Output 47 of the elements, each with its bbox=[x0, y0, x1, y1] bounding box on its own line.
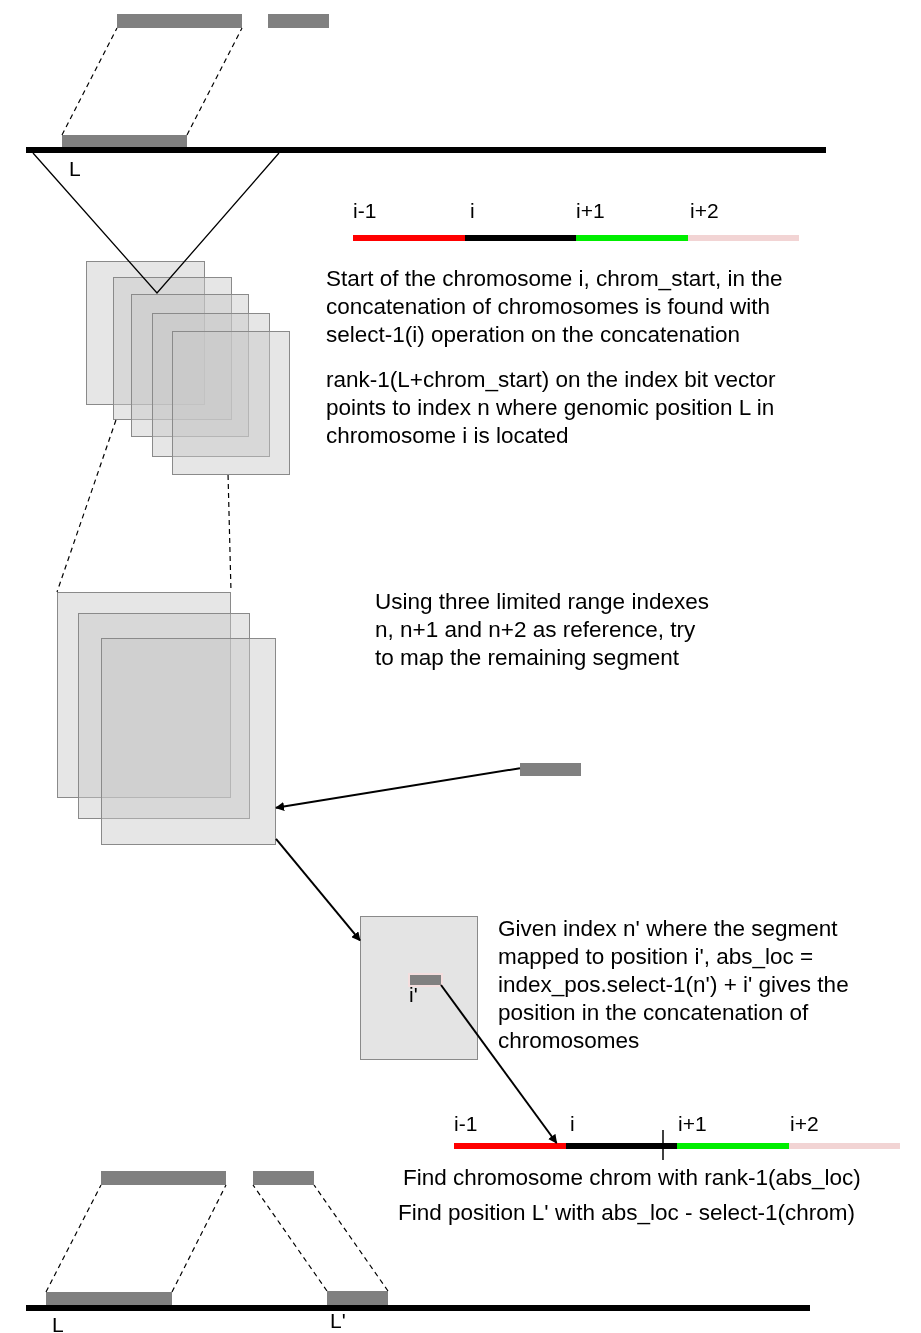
position-label: i bbox=[470, 199, 475, 223]
position-label: i+1 bbox=[576, 199, 605, 223]
position-label: L' bbox=[330, 1309, 346, 1333]
description-text: Find position L' with abs_loc - select-1(chrom) bbox=[398, 1199, 856, 1227]
description-text: Start of the chromosome i, chrom_start, in the concatenation of chromosomes is found with select-1(i) operation on the concatenation bbox=[326, 265, 784, 349]
segment-bar bbox=[253, 1171, 314, 1185]
index-panel bbox=[86, 261, 205, 405]
description-text: Given index n' where the segment mapped to position i', abs_loc = index_pos.select-1(n') + i' gives the position in the concatenation of chromosomes bbox=[498, 915, 850, 1055]
index-box bbox=[360, 916, 478, 1060]
position-label: i+1 bbox=[678, 1112, 707, 1136]
connector-line bbox=[56, 419, 117, 593]
connector-line bbox=[186, 27, 243, 136]
index-panel bbox=[78, 613, 250, 819]
index-panel bbox=[101, 638, 276, 845]
position-label: i+2 bbox=[790, 1112, 819, 1136]
index-panel bbox=[152, 313, 270, 457]
index-panel bbox=[113, 277, 232, 420]
connector-line bbox=[45, 1184, 102, 1293]
position-label: i' bbox=[409, 983, 418, 1007]
segment-bar bbox=[46, 1292, 172, 1306]
connector-line bbox=[313, 1184, 389, 1292]
segment-bar bbox=[117, 14, 242, 28]
position-label: L bbox=[52, 1313, 64, 1333]
position-label: i bbox=[570, 1112, 575, 1136]
index-panel bbox=[131, 294, 249, 437]
arrow bbox=[275, 767, 521, 811]
segment-bar bbox=[101, 1171, 226, 1185]
description-text: rank-1(L+chrom_start) on the index bit vector points to index n where genomic position L in chromosome i is located bbox=[326, 366, 777, 450]
position-label: i-1 bbox=[353, 199, 377, 223]
description-text: Find chromosome chrom with rank-1(abs_loc) bbox=[403, 1164, 862, 1192]
position-label: L bbox=[69, 157, 81, 181]
index-panel bbox=[57, 592, 231, 798]
position-label: i-1 bbox=[454, 1112, 478, 1136]
segment-bar bbox=[410, 975, 441, 985]
segment-bar bbox=[520, 763, 581, 776]
segment-bar bbox=[268, 14, 329, 28]
connector-line bbox=[252, 1184, 328, 1292]
segment-bar bbox=[327, 1291, 388, 1305]
description-text: Using three limited range indexes n, n+1 and n+2 as reference, try to map the remaining segment bbox=[375, 588, 710, 672]
connector-line bbox=[171, 1184, 227, 1293]
arrow bbox=[275, 837, 361, 942]
chromosome-bar bbox=[454, 1143, 900, 1149]
index-panel bbox=[172, 331, 290, 475]
arrow bbox=[440, 984, 558, 1144]
chromosome-bar bbox=[353, 235, 799, 241]
connector-line bbox=[61, 27, 118, 136]
position-label: i+2 bbox=[690, 199, 719, 223]
